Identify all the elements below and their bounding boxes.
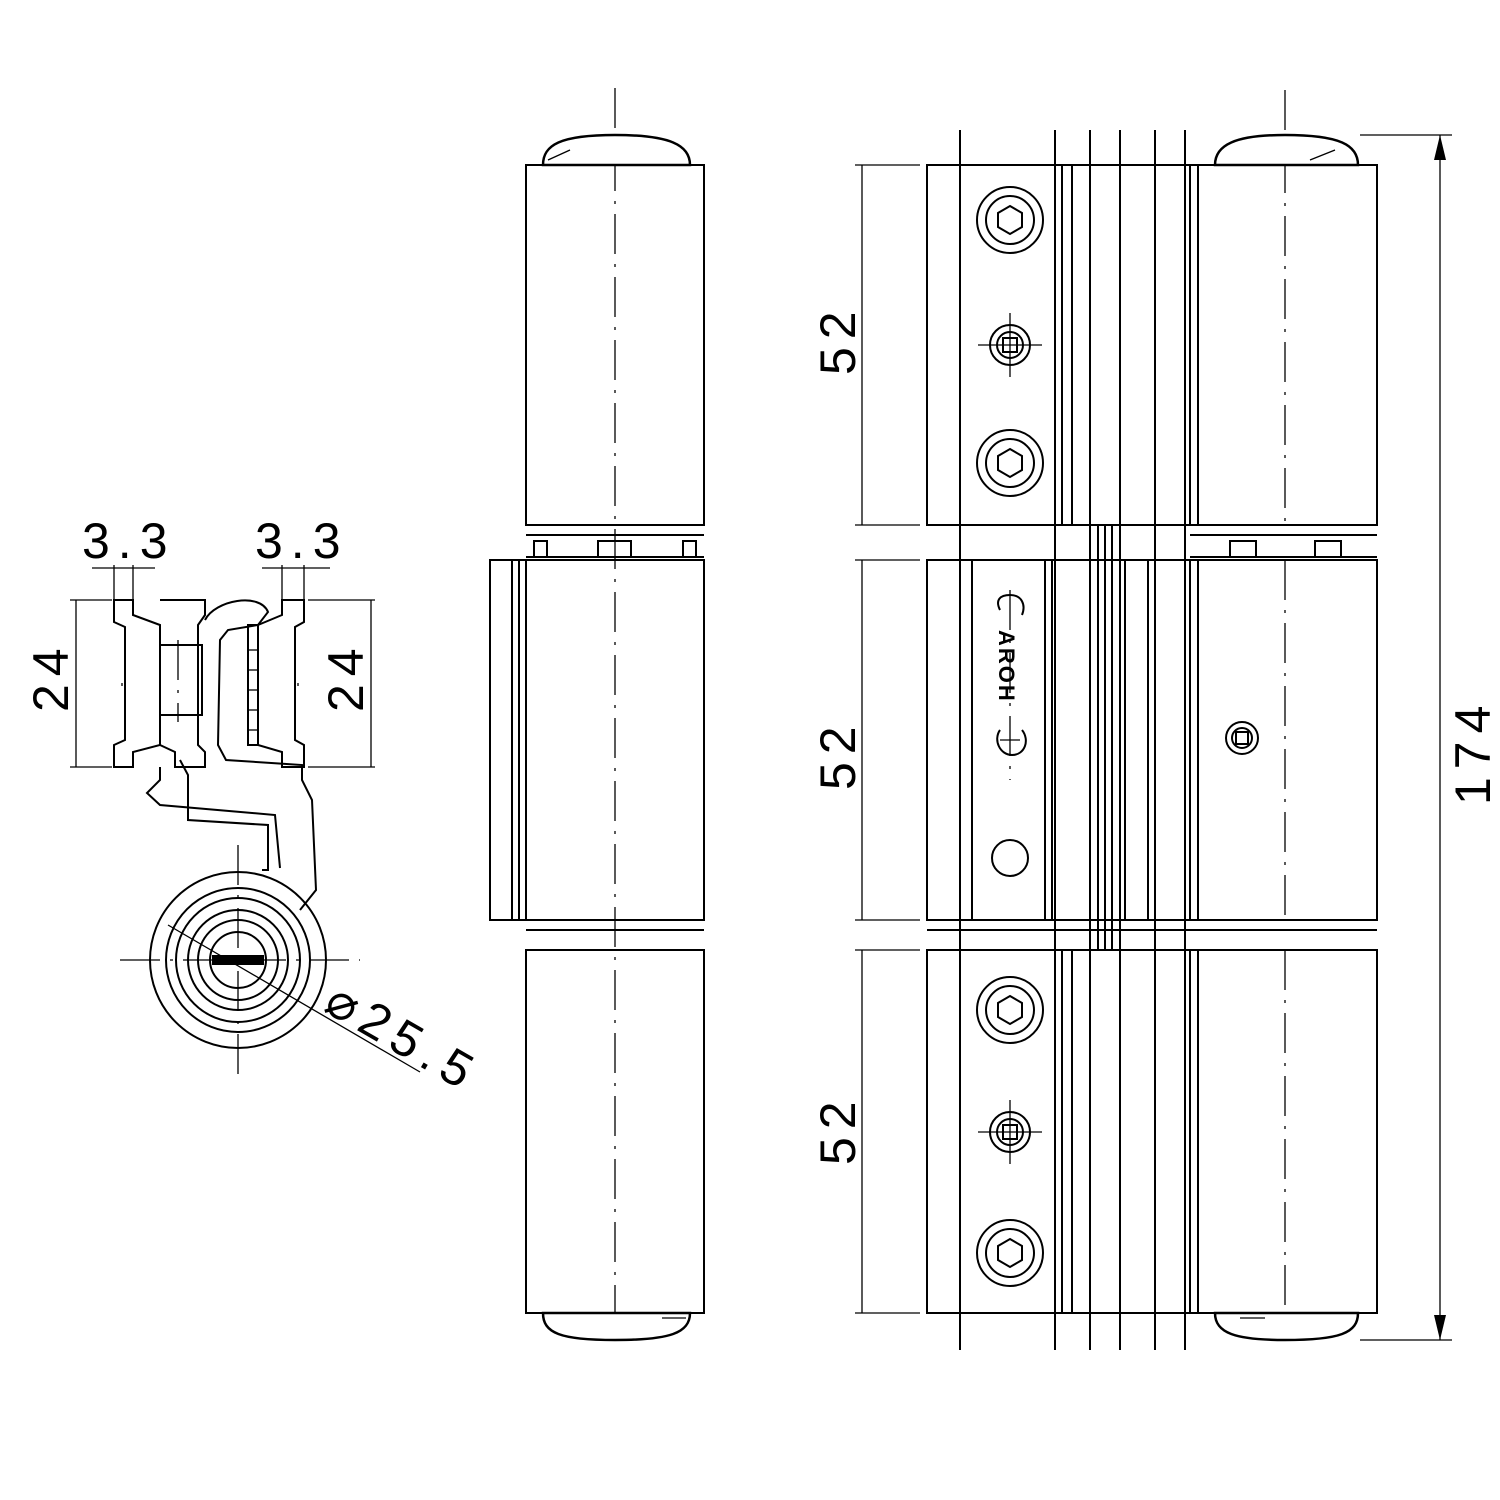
dimension-barrel-diameter: ⌀25.5 xyxy=(167,924,490,1103)
dimension-height-right: 24 xyxy=(308,599,375,768)
side-view xyxy=(489,88,705,1342)
brand-logo: AROH xyxy=(994,593,1027,757)
barrel-section xyxy=(120,845,360,1075)
dimension-wall-left: 3.3 xyxy=(82,513,176,600)
dim-label-wall-left: 3.3 xyxy=(82,513,176,569)
screw-icon xyxy=(978,313,1042,377)
dim-label-height-left: 24 xyxy=(23,640,79,712)
screw-icon xyxy=(976,186,1044,254)
front-view: AROH xyxy=(810,90,1500,1350)
dimension-leaf-top: 52 xyxy=(810,164,920,526)
dim-label-barrel-diameter: ⌀25.5 xyxy=(317,971,490,1103)
dimension-leaf-bottom: 52 xyxy=(810,949,920,1314)
dimension-overall-height: 174 xyxy=(1360,134,1500,1341)
screw-icon xyxy=(976,976,1044,1044)
dim-label-wall-right: 3.3 xyxy=(255,513,349,569)
dimension-height-left: 24 xyxy=(23,599,112,768)
dim-label-overall-height: 174 xyxy=(1445,698,1500,805)
brand-label: AROH xyxy=(994,630,1019,703)
dimension-wall-right: 3.3 xyxy=(255,513,349,600)
dimension-leaf-middle: 52 xyxy=(810,559,920,921)
dim-label-leaf-top: 52 xyxy=(810,303,866,375)
screw-icon xyxy=(976,429,1044,497)
dim-label-leaf-middle: 52 xyxy=(810,718,866,790)
screw-icon xyxy=(978,1100,1042,1164)
cross-section-view: 3.3 3.3 24 24 xyxy=(23,513,489,1103)
screw-icon xyxy=(976,1219,1044,1287)
screw-icon xyxy=(991,839,1029,877)
screw-icon xyxy=(1225,721,1259,755)
dim-label-height-right: 24 xyxy=(318,640,374,712)
dim-label-leaf-bottom: 52 xyxy=(810,1093,866,1165)
